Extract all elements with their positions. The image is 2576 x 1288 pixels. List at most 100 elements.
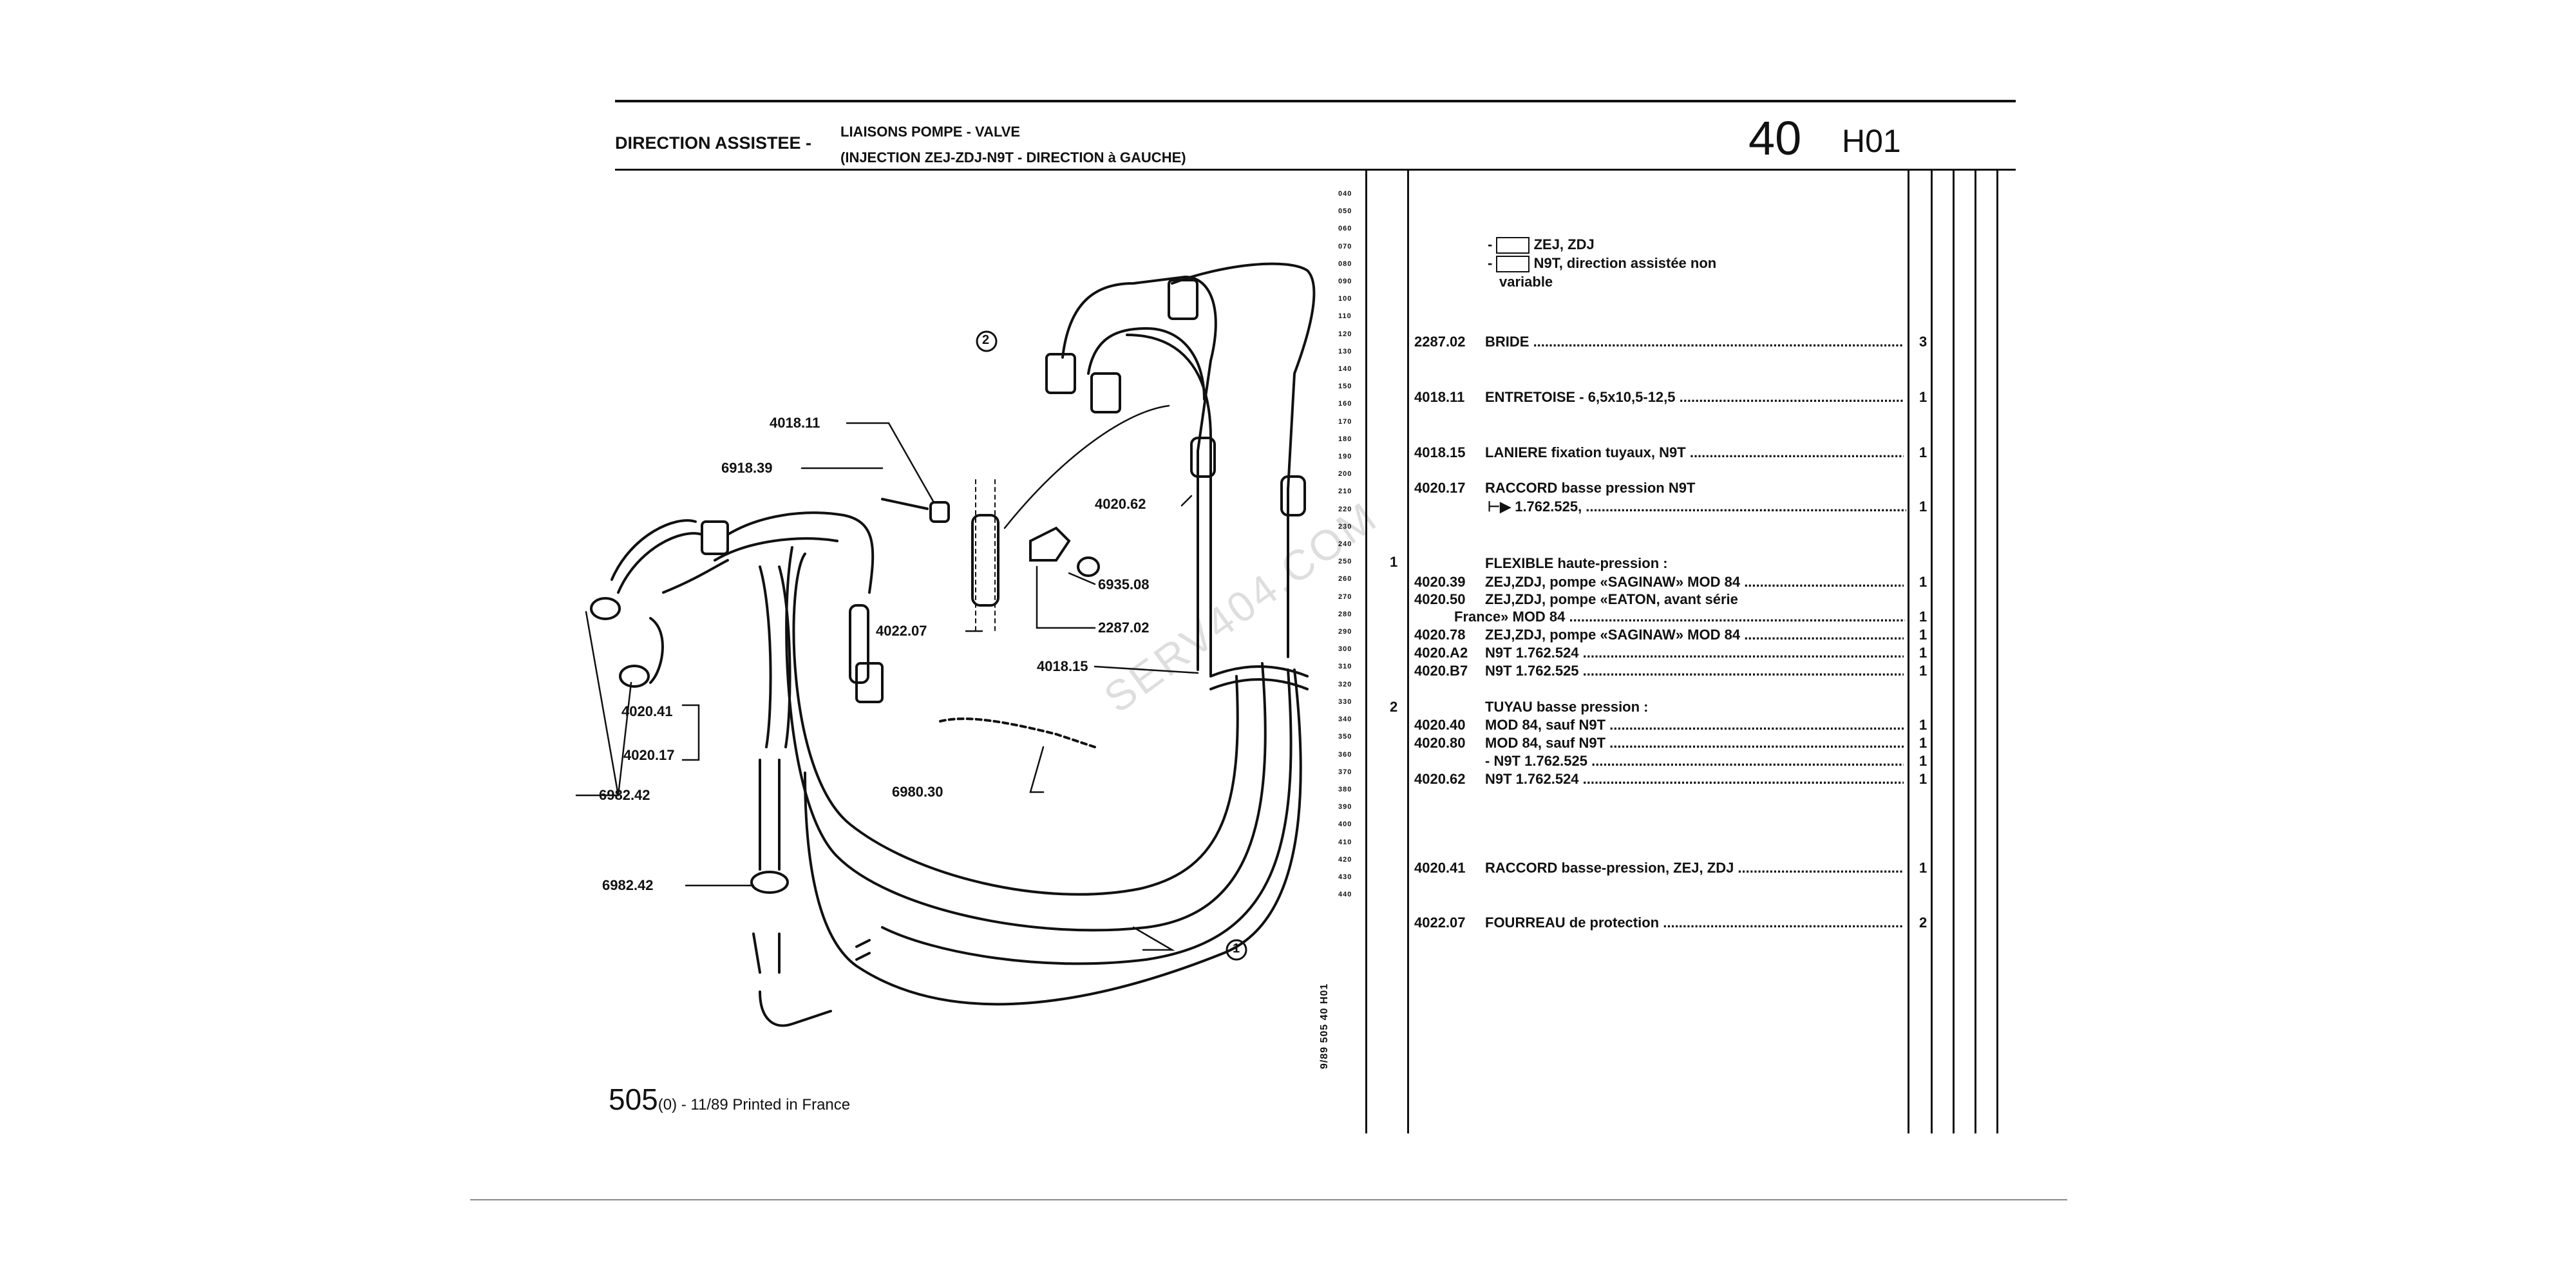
scale-tick: 100: [1338, 295, 1352, 303]
scale-tick: 070: [1338, 242, 1352, 251]
hose: [759, 565, 772, 748]
leader-line: [1036, 565, 1096, 629]
leader-line: [1068, 572, 1096, 585]
strap: [1209, 665, 1309, 677]
scale-tick: 180: [1338, 435, 1352, 443]
callout-circle: [976, 330, 998, 352]
variant-row-2: - N9T, direction assistée non: [1488, 254, 1716, 273]
protective-sleeve: [971, 514, 999, 607]
hose-clamp: [619, 665, 650, 688]
leader-line: [1132, 926, 1175, 951]
scale-tick: 310: [1338, 663, 1352, 671]
level-marker-2: 2: [1390, 699, 1398, 715]
hose: [778, 565, 791, 748]
scale-tick: 200: [1338, 470, 1352, 478]
scale-tick: 360: [1338, 750, 1352, 759]
arrow-from-icon: ⊢▶: [1488, 498, 1515, 515]
header-rule: [615, 169, 2016, 171]
scale-tick: 110: [1338, 312, 1352, 321]
scale-tick: 390: [1338, 803, 1352, 811]
pressure-hose: [1061, 275, 1217, 671]
scale-tick: 220: [1338, 505, 1352, 513]
pressure-hose: [1126, 334, 1212, 677]
ref-4020-41: 4020.41: [621, 703, 673, 719]
variant-row-1: - ZEJ, ZDJ: [1488, 235, 1716, 254]
scale-tick: 120: [1338, 330, 1352, 338]
spacer: [929, 501, 950, 523]
hose: [855, 939, 871, 961]
scale-tick: 040: [1338, 190, 1352, 198]
part-qty: 1: [1919, 717, 1927, 733]
ref-4020-17: 4020.17: [623, 747, 675, 763]
protective-sleeve: [1190, 437, 1216, 478]
scale-tick: 090: [1338, 278, 1352, 286]
hose: [649, 617, 664, 684]
part-qty: 1: [1919, 609, 1927, 625]
protective-sleeve: [1280, 475, 1306, 516]
return-hose: [792, 553, 1239, 896]
callout-circle: [1226, 939, 1247, 961]
page-number: 505: [609, 1083, 658, 1116]
return-hose: [804, 668, 1302, 1006]
variant-row-3: variable: [1499, 274, 1553, 290]
scale-tick: 330: [1338, 697, 1352, 706]
scale-tick: 240: [1338, 540, 1352, 549]
scale-tick: 320: [1338, 680, 1352, 688]
scale-tick: 190: [1338, 453, 1352, 461]
hose: [714, 537, 838, 562]
part-qty: 1: [1919, 860, 1927, 876]
hose-clamp: [1077, 556, 1100, 577]
scale-tick: 270: [1338, 592, 1352, 601]
table-divider-qty: [1908, 171, 1909, 1133]
table-divider-col-b: [1953, 171, 1955, 1133]
engine-icon: [1496, 237, 1530, 254]
fitting: [701, 520, 729, 555]
fitting: [1045, 353, 1076, 394]
strap: [1209, 678, 1309, 690]
scale-tick: 150: [1338, 383, 1352, 391]
part-row: - N9T 1.762.525: [1485, 753, 1904, 770]
part-qty: 1: [1919, 735, 1927, 751]
scale-tick: 160: [1338, 400, 1352, 408]
part-qty: 1: [1919, 627, 1927, 643]
scale-tick: 440: [1338, 891, 1352, 899]
page-subtitle-2: (INJECTION ZEJ-ZDJ-N9T - DIRECTION à GAU…: [840, 149, 1186, 166]
scale-tick: 250: [1338, 558, 1352, 566]
hose: [611, 519, 697, 581]
scale-tick: 050: [1338, 207, 1352, 216]
hose: [617, 532, 703, 594]
scale-tick: 350: [1338, 733, 1352, 741]
ref-4018-15: 4018.15: [1037, 658, 1088, 674]
leader-line: [846, 422, 935, 504]
part-qty: 1: [1919, 444, 1927, 460]
top-rule: [615, 100, 2016, 102]
page-subtitle-1: LIAISONS POMPE - VALVE: [840, 124, 1021, 140]
page-title: DIRECTION ASSISTEE -: [615, 133, 812, 153]
part-qty: 2: [1919, 914, 1927, 931]
hose: [662, 559, 729, 594]
scale-tick: 400: [1338, 820, 1352, 829]
screw: [881, 498, 929, 510]
ref-6918-39: 6918.39: [721, 460, 773, 476]
part-qty: 1: [1919, 645, 1927, 661]
scale-tick: 060: [1338, 225, 1352, 233]
scale-tick: 140: [1338, 365, 1352, 374]
ref-6982-42-b: 6982.42: [602, 877, 654, 893]
ref-4020-62: 4020.62: [1095, 496, 1146, 512]
ref-6980-30: 6980.30: [892, 784, 943, 800]
scale-tick: 230: [1338, 522, 1352, 531]
leader-line: [1094, 665, 1199, 674]
part-row: TUYAU basse pression :: [1485, 699, 1649, 715]
table-divider-col-a: [1931, 171, 1933, 1133]
pressure-hose: [1087, 327, 1206, 401]
scale-tick: 300: [1338, 645, 1352, 654]
ref-6935-08: 6935.08: [1098, 576, 1150, 592]
